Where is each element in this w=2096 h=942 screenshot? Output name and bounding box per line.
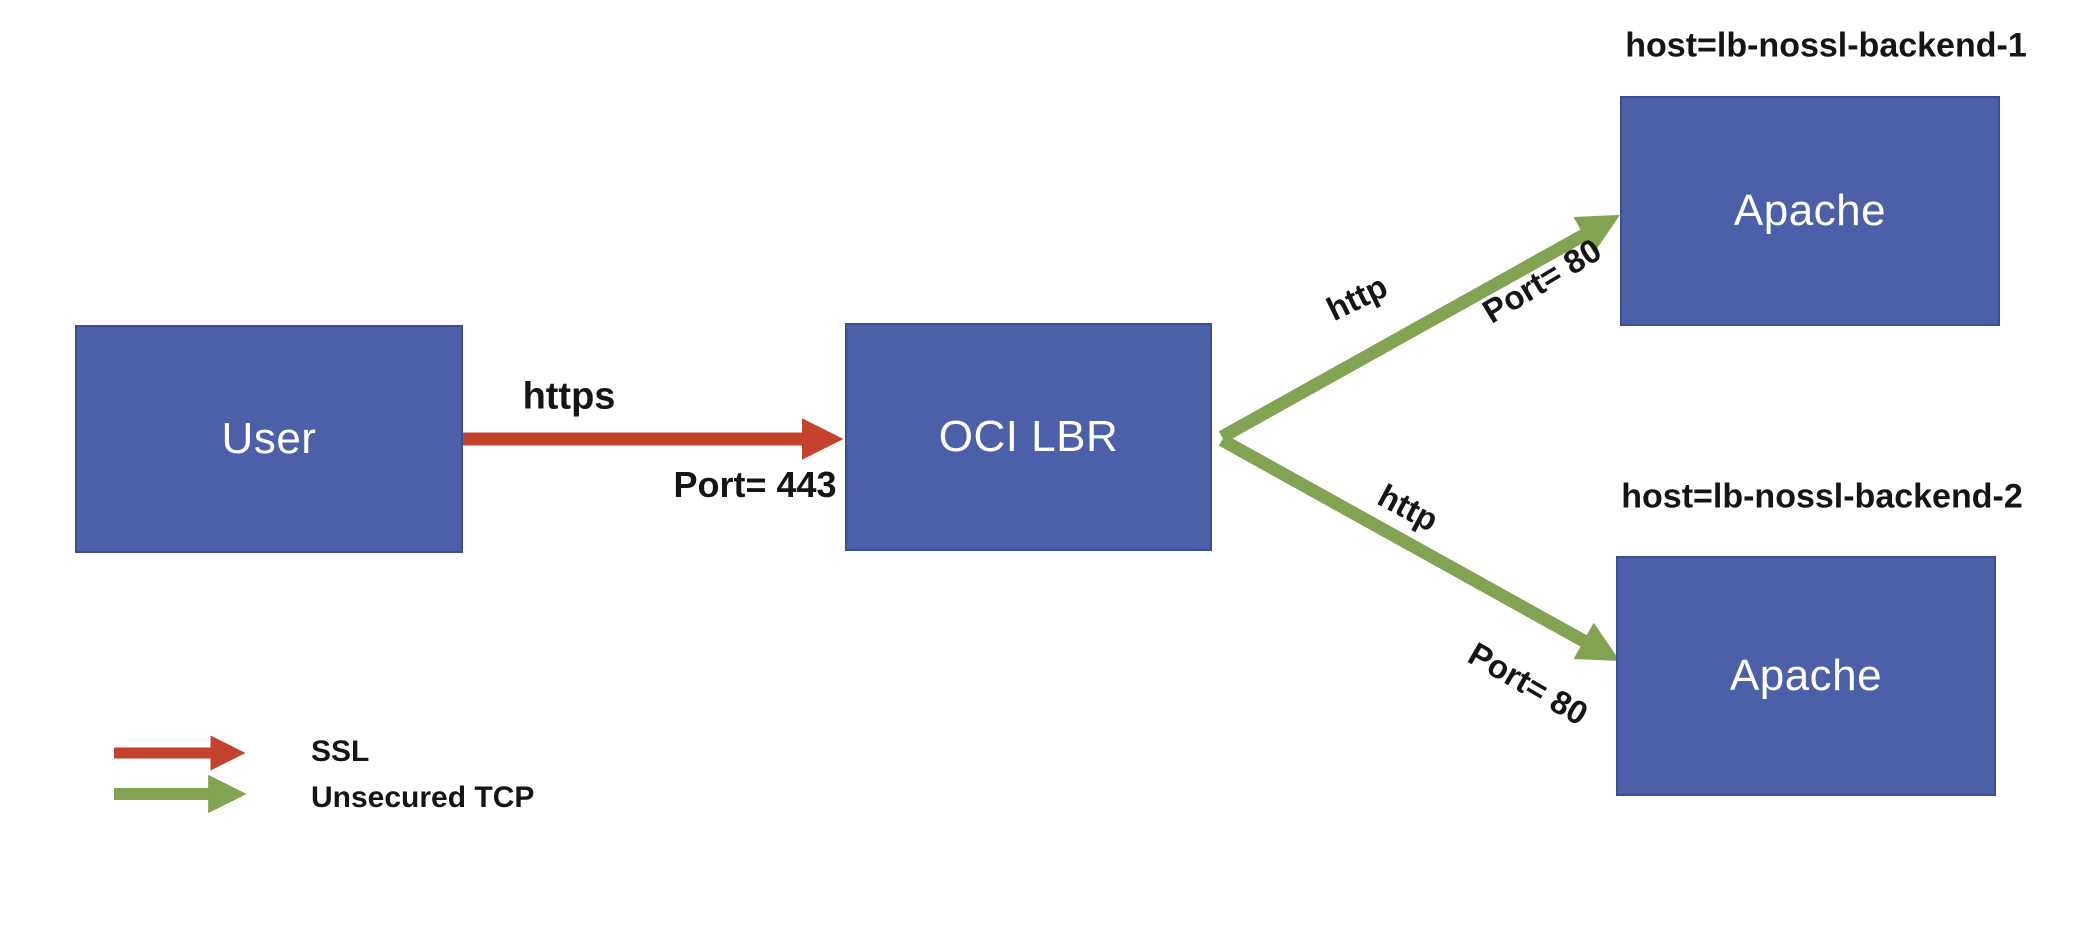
https-protocol-label: https: [522, 375, 616, 418]
apache-backend-2-node: Apache: [1616, 556, 1996, 796]
oci-lbr-node-label: OCI LBR: [938, 412, 1119, 461]
apache-backend-2-label: Apache: [1729, 651, 1883, 700]
http-protocol-label-backend1: http: [1320, 267, 1393, 328]
user-node-label: User: [221, 414, 317, 463]
port-80-label-backend2: Port= 80: [1462, 634, 1595, 733]
backend-2-host-label: host=lb-nossl-backend-2: [1621, 477, 2023, 516]
backend-1-host-label: host=lb-nossl-backend-1: [1625, 26, 2027, 65]
user-node: User: [75, 325, 463, 553]
port-443-label: Port= 443: [673, 464, 837, 505]
apache-backend-1-node: Apache: [1620, 96, 2000, 326]
legend-tcp-label: Unsecured TCP: [311, 781, 535, 814]
port-80-label-backend1: Port= 80: [1476, 230, 1608, 331]
http-protocol-label-backend2: http: [1372, 476, 1445, 539]
oci-lbr-node: OCI LBR: [845, 323, 1212, 551]
apache-backend-1-label: Apache: [1733, 186, 1887, 235]
tcp-arrow-lbr-to-backend2: [1218, 434, 1620, 662]
legend-ssl-label: SSL: [311, 735, 370, 768]
